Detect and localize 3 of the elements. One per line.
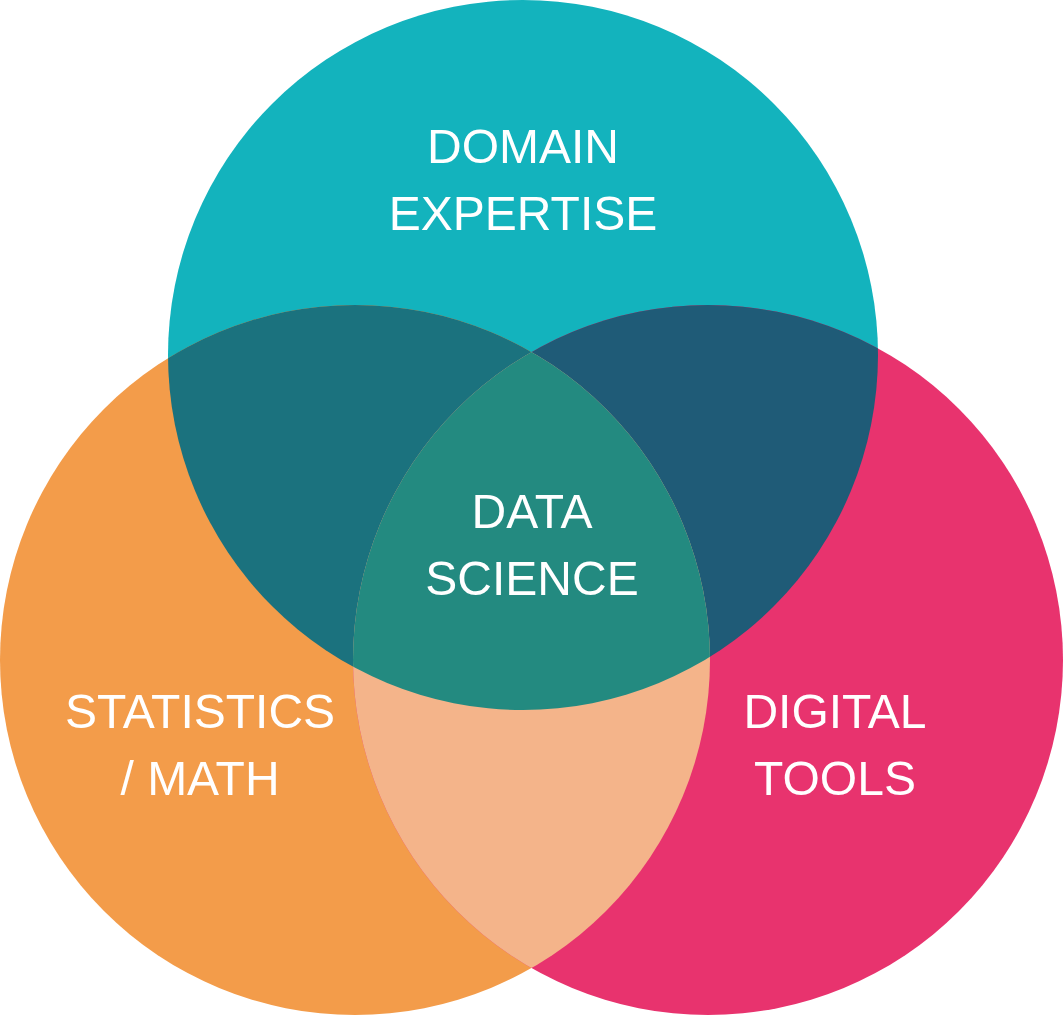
region-label: STATISTICS / MATH — [55, 677, 345, 813]
region-label: DIGITAL TOOLS — [705, 677, 965, 813]
region-label: DOMAIN EXPERTISE — [353, 112, 693, 248]
